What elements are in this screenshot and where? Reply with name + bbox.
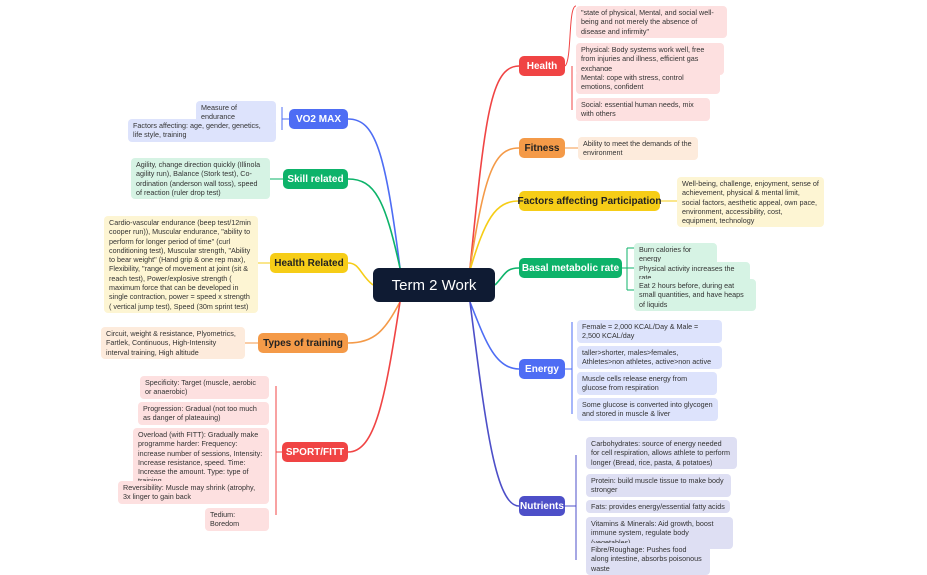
health-note-mental[interactable]: Mental: cope with stress, control emotio… (576, 71, 720, 94)
training-note[interactable]: Circuit, weight & resistance, Plyometric… (101, 327, 245, 359)
nutrients-note-carbohydrates[interactable]: Carbohydrates: source of energy needed f… (586, 437, 737, 469)
nutrients-note-fats[interactable]: Fats: provides energy/essential fatty ac… (586, 500, 730, 514)
nutrients-note-protein[interactable]: Protein: build muscle tissue to make bod… (586, 474, 731, 497)
skill-note[interactable]: Agility, change direction quickly (Illin… (131, 158, 270, 200)
branch-vo2-max[interactable]: VO2 MAX (289, 109, 348, 129)
branch-fitness[interactable]: Fitness (519, 138, 565, 158)
health-note-definition[interactable]: "state of physical, Mental, and social w… (576, 6, 727, 38)
branch-health[interactable]: Health (519, 56, 565, 76)
branch-skill-related[interactable]: Skill related (283, 169, 348, 189)
energy-note-muscle[interactable]: Muscle cells release energy from glucose… (577, 372, 717, 395)
vo2-note-measure[interactable]: Measure of endurance (196, 101, 276, 124)
branch-bmr[interactable]: Basal metabolic rate (519, 258, 622, 278)
central-topic[interactable]: Term 2 Work (373, 268, 495, 302)
branch-nutrients[interactable]: Nutrients (519, 496, 565, 516)
fitt-note-progression[interactable]: Progression: Gradual (not too much as da… (138, 402, 269, 425)
energy-note-daily[interactable]: Female = 2,000 KCAL/Day & Male = 2,500 K… (577, 320, 722, 343)
health-related-note[interactable]: Cardio-vascular endurance (beep test/12m… (104, 216, 258, 313)
nutrients-note-fibre[interactable]: Fibre/Roughage: Pushes food along intest… (586, 543, 710, 575)
fitness-note[interactable]: Ability to meet the demands of the envir… (578, 137, 698, 160)
fitt-note-specificity[interactable]: Specificity: Target (muscle, aerobic or … (140, 376, 269, 399)
participation-note[interactable]: Well-being, challenge, enjoyment, sense … (677, 177, 824, 228)
health-note-social[interactable]: Social: essential human needs, mix with … (576, 98, 710, 121)
branch-participation[interactable]: Factors affecting Participation (518, 191, 661, 211)
fitt-note-tedium[interactable]: Tedium: Boredom (205, 508, 269, 531)
branch-health-related[interactable]: Health Related (270, 253, 348, 273)
branch-energy[interactable]: Energy (519, 359, 565, 379)
branch-sport-fitt[interactable]: SPORT/FITT (282, 442, 348, 462)
energy-note-comparison[interactable]: taller>shorter, males>females, Athletes>… (577, 346, 722, 369)
fitt-note-overload[interactable]: Overload (with FITT): Gradually make pro… (133, 428, 269, 488)
bmr-note-calories[interactable]: Burn calories for energy (634, 243, 717, 266)
bmr-note-eating[interactable]: Eat 2 hours before, during eat small qua… (634, 279, 756, 311)
health-note-physical[interactable]: Physical: Body systems work well, free f… (576, 43, 724, 75)
bmr-note-activity[interactable]: Physical activity increases the rate (634, 262, 750, 285)
fitt-note-reversibility[interactable]: Reversibility: Muscle may shrink (atroph… (118, 481, 269, 504)
vo2-note-factors[interactable]: Factors affecting: age, gender, genetics… (128, 119, 276, 142)
branch-types-of-training[interactable]: Types of training (258, 333, 348, 353)
energy-note-glycogen[interactable]: Some glucose is converted into glycogen … (577, 398, 718, 421)
